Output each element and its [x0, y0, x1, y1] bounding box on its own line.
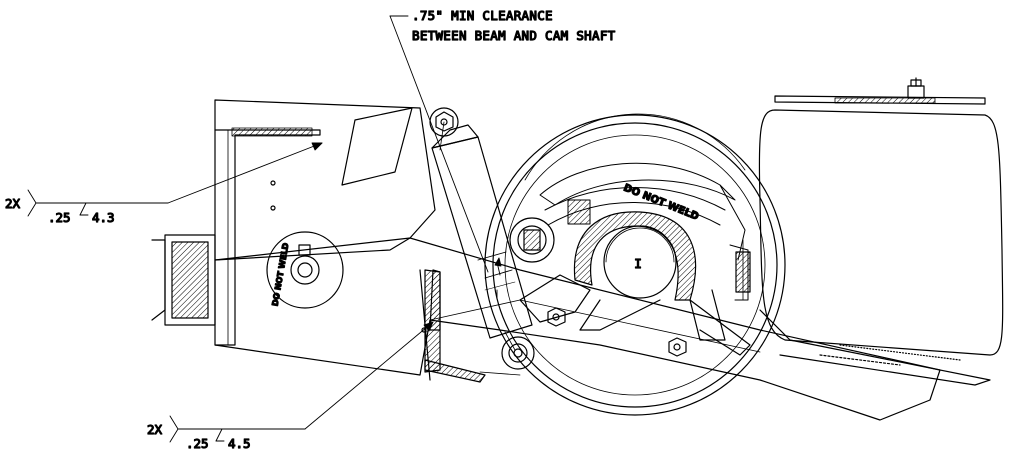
hex-nut-lower-right	[668, 337, 687, 357]
drum-centerline-mark: I	[634, 256, 642, 271]
air-spring	[758, 95, 1004, 386]
brake-drum	[484, 113, 786, 416]
upper-weld-size: .25	[48, 210, 71, 225]
slack-adjuster	[519, 239, 751, 356]
brake-shoe-assembly	[539, 162, 749, 301]
lower-gusset	[424, 269, 486, 383]
hex-nut-top-shock	[435, 111, 454, 132]
cam-shaft-bushing	[509, 217, 555, 263]
shock-lower-eye	[501, 336, 535, 370]
air-spring-stud	[907, 77, 925, 99]
cam-shaft-bracket	[573, 211, 726, 341]
lower-weld-symbol	[169, 321, 434, 443]
hanger-bracket	[214, 99, 436, 346]
clearance-note-line2: BETWEEN BEAM AND CAM SHAFT	[412, 28, 616, 43]
clearance-note-line1: .75" MIN CLEARANCE	[412, 8, 553, 23]
shock-upper-eye	[429, 107, 459, 137]
lower-weld-size: .25	[186, 436, 209, 451]
upper-weld-length: 4.3	[92, 210, 115, 225]
pivot-bushing	[266, 231, 344, 309]
lower-weld-qty: 2X	[147, 422, 163, 437]
hanger-do-not-weld-stamp: DO NOT WELD	[271, 242, 291, 307]
lower-weld-length: 4.5	[228, 436, 251, 451]
upper-weld-qty: 2X	[5, 196, 21, 211]
beam-end-channel	[151, 234, 216, 326]
upper-weld-symbol	[27, 142, 323, 217]
shock-absorber	[431, 121, 533, 351]
clearance-leader	[389, 15, 516, 299]
